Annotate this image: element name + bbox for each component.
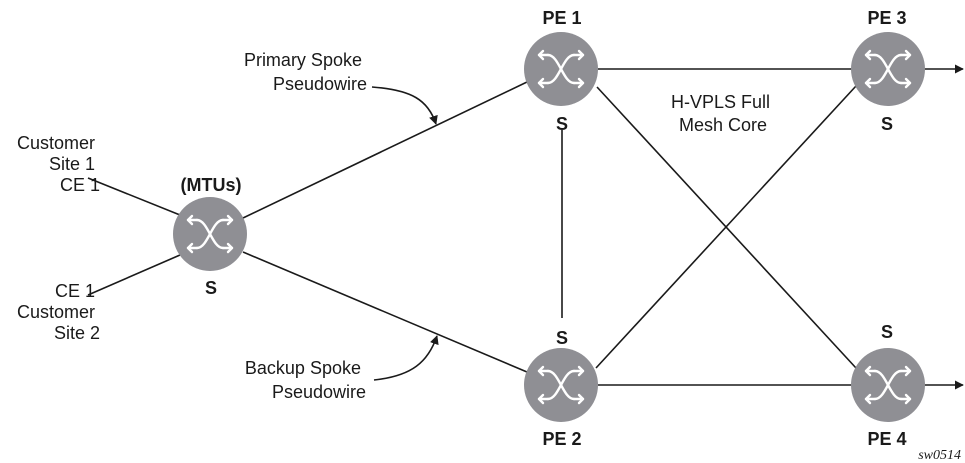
router-icon — [524, 32, 598, 106]
link-pe2-to-pe3 — [595, 85, 857, 369]
backup-spoke-line-1: Backup Spoke — [245, 358, 361, 378]
backup-spoke-label: Backup Spoke Pseudowire — [245, 358, 366, 402]
customer-site-1-line-3: CE 1 — [60, 175, 100, 195]
pe3-label: PE 3 — [867, 8, 906, 28]
customer-site-1-line-1: Customer — [17, 133, 95, 153]
pe1-spoke-tag: S — [556, 114, 568, 134]
link-ce-site1-to-mtus — [87, 177, 181, 216]
primary-spoke-line-1: Primary Spoke — [244, 50, 362, 70]
pe3-spoke-tag: S — [881, 114, 893, 134]
primary-spoke-label: Primary Spoke Pseudowire — [244, 50, 367, 94]
router-icon — [173, 197, 247, 271]
router-pe4 — [851, 348, 925, 422]
router-pe3 — [851, 32, 925, 106]
backup-spoke-callout-arrow — [373, 335, 439, 381]
core-line-2: Mesh Core — [679, 115, 767, 135]
router-icon — [851, 32, 925, 106]
router-icon — [851, 348, 925, 422]
router-mtus — [173, 197, 247, 271]
pe4-spoke-tag: S — [881, 322, 893, 342]
figure-id: sw0514 — [918, 448, 961, 463]
link-mtus-to-pe1-primary — [242, 81, 528, 219]
customer-site-2-line-3: Site 2 — [54, 323, 100, 343]
pe1-label: PE 1 — [542, 8, 581, 28]
primary-spoke-callout-arrow — [371, 86, 438, 125]
pe4-label: PE 4 — [867, 429, 906, 449]
customer-site-2-line-2: Customer — [17, 302, 95, 322]
pe2-spoke-tag: S — [556, 328, 568, 348]
primary-spoke-line-2: Pseudowire — [273, 74, 367, 94]
link-mtus-to-pe2-backup — [242, 251, 528, 373]
customer-site-1-label: Customer Site 1 CE 1 — [17, 133, 100, 195]
links — [87, 64, 964, 390]
pe2-label: PE 2 — [542, 429, 581, 449]
router-icon — [524, 348, 598, 422]
core-line-1: H-VPLS Full — [671, 92, 770, 112]
customer-site-2-label: CE 1 Customer Site 2 — [17, 281, 100, 343]
router-pe1 — [524, 32, 598, 106]
router-pe2 — [524, 348, 598, 422]
backup-spoke-line-2: Pseudowire — [272, 382, 366, 402]
core-label: H-VPLS Full Mesh Core — [671, 92, 775, 135]
mtus-label: (MTUs) — [181, 175, 242, 195]
mtus-spoke-tag: S — [205, 278, 217, 298]
customer-site-2-line-1: CE 1 — [55, 281, 95, 301]
link-ce-site2-to-mtus — [87, 254, 181, 296]
customer-site-1-line-2: Site 1 — [49, 154, 95, 174]
